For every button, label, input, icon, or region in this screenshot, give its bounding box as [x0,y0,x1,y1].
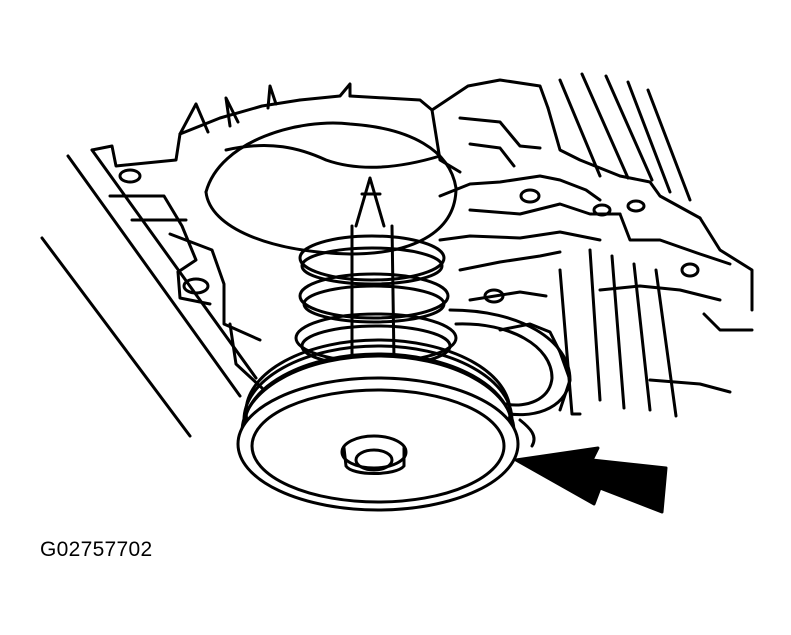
pulley [236,338,520,512]
figure-id-label: G02757702 [40,538,153,561]
housing-bolt-holes [118,168,700,304]
pump-dome [204,121,458,256]
pointer-arrow-icon [514,446,668,514]
left-edge-line [40,236,192,438]
housing-channels [108,108,754,412]
pump-gasket [448,308,572,448]
housing-outline [66,78,754,398]
housing-ribs [558,72,692,418]
